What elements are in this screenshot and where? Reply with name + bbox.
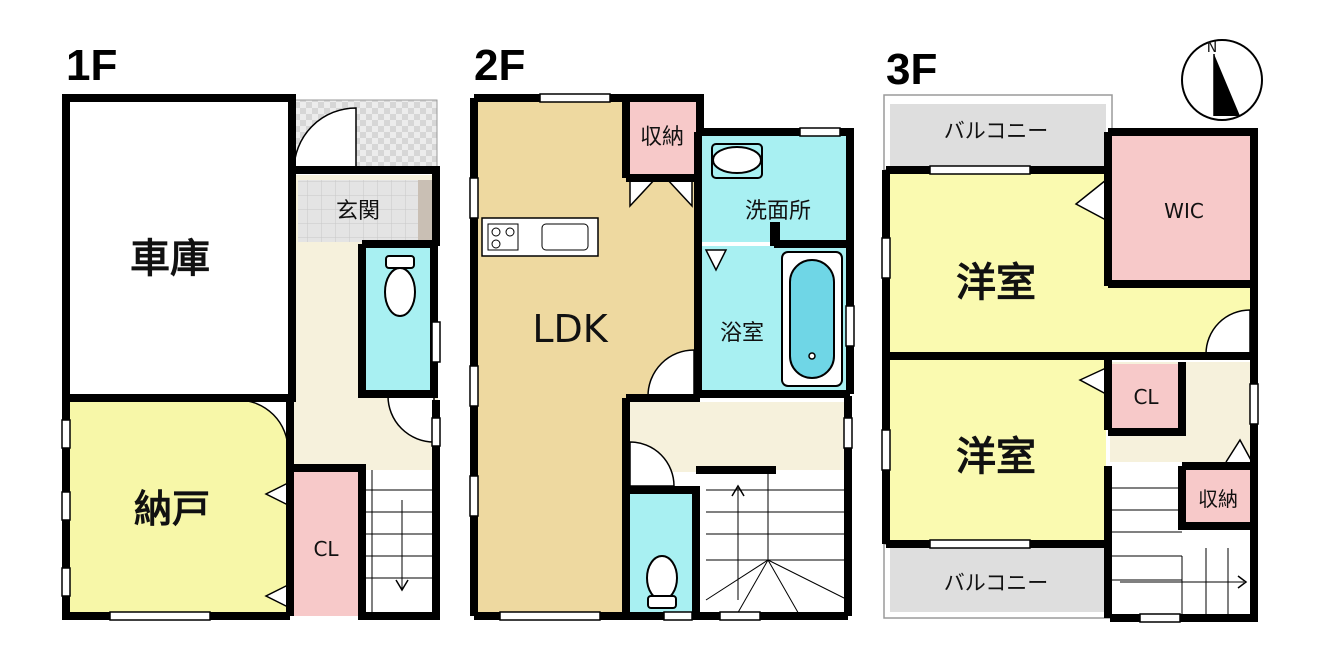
sink-icon (541, 223, 589, 251)
stair-treads-1f (362, 470, 436, 616)
stair-arrow-icon (731, 484, 745, 497)
stairs-3f (1112, 466, 1182, 618)
compass-icon: N (1181, 39, 1263, 121)
stove-icon (487, 223, 519, 251)
toilet-tank-icon (647, 595, 677, 609)
entrance-label: 玄関 (336, 199, 380, 224)
toilet-door-swing-2f (629, 441, 675, 487)
stair-treads-3f (1112, 487, 1244, 618)
toilet-tank-icon (385, 255, 415, 269)
stair-arrow-icon (1237, 575, 1248, 589)
western-room-1-label: 洋室 (956, 260, 1036, 306)
bathtub-icon (789, 259, 835, 379)
bath-door-icon (704, 249, 728, 272)
vanity-icon (711, 143, 763, 179)
balcony-north (890, 104, 1106, 166)
western-room-1 (888, 172, 1250, 354)
closet-3f-label: CL (1133, 385, 1159, 409)
stairs-1f (362, 470, 436, 616)
stair-treads-2f (705, 470, 849, 617)
ldk-door-swing (647, 349, 695, 397)
storage-2f-label: 収納 (640, 125, 684, 150)
wic (1112, 134, 1252, 282)
floor-1: 1F (61, 41, 441, 621)
room-1-door-swing (1205, 309, 1251, 355)
garage (66, 98, 292, 398)
storage-2f (628, 100, 696, 174)
balcony-south-label: バルコニー (944, 571, 1049, 595)
washbasin-icon (712, 146, 762, 174)
floor-1-label: 1F (66, 41, 117, 90)
floor-3: 3F N (881, 39, 1263, 623)
drain-icon (808, 352, 816, 360)
storeroom-label: 納戸 (134, 487, 210, 531)
ldk-label: LDK (532, 307, 608, 351)
floor-2-label: 2F (474, 41, 525, 90)
closet-door-mark (264, 583, 291, 609)
closet-door-mark (264, 481, 291, 507)
floor-3-label: 3F (886, 45, 937, 94)
stairs-2f (698, 470, 848, 616)
corridor-door-icon (1225, 438, 1253, 463)
balcony-south (890, 548, 1106, 612)
western-room-2 (888, 360, 1106, 542)
bathroom-label: 浴室 (720, 321, 764, 346)
compass-north-label: N (1207, 40, 1217, 56)
stairs-3f-lower (1182, 528, 1252, 618)
walls-1f (62, 94, 440, 620)
windows-2f (469, 93, 855, 621)
wic-label: WIC (1164, 199, 1204, 223)
stair-arrow-icon (395, 579, 409, 592)
western-room-2-label: 洋室 (956, 434, 1036, 480)
garage-label: 車庫 (130, 236, 210, 282)
toilet-bowl-icon (646, 555, 678, 601)
closet-3f (1112, 364, 1180, 430)
closet-1f-label: CL (313, 537, 339, 561)
washroom-label: 洗面所 (745, 199, 811, 224)
shoe-shelf (418, 180, 436, 242)
entrance-floor (298, 180, 418, 242)
windows-1f (61, 321, 441, 621)
storage-3f (1184, 468, 1252, 524)
floor-2: 2F (469, 41, 855, 621)
toilet-bowl-icon (384, 267, 416, 317)
windows-3f (881, 165, 1259, 623)
closet-1f (292, 472, 358, 616)
partition-post (770, 222, 780, 246)
balcony-north-label: バルコニー (944, 119, 1049, 143)
storeroom (66, 400, 290, 616)
storage-3f-label: 収納 (1198, 487, 1238, 511)
